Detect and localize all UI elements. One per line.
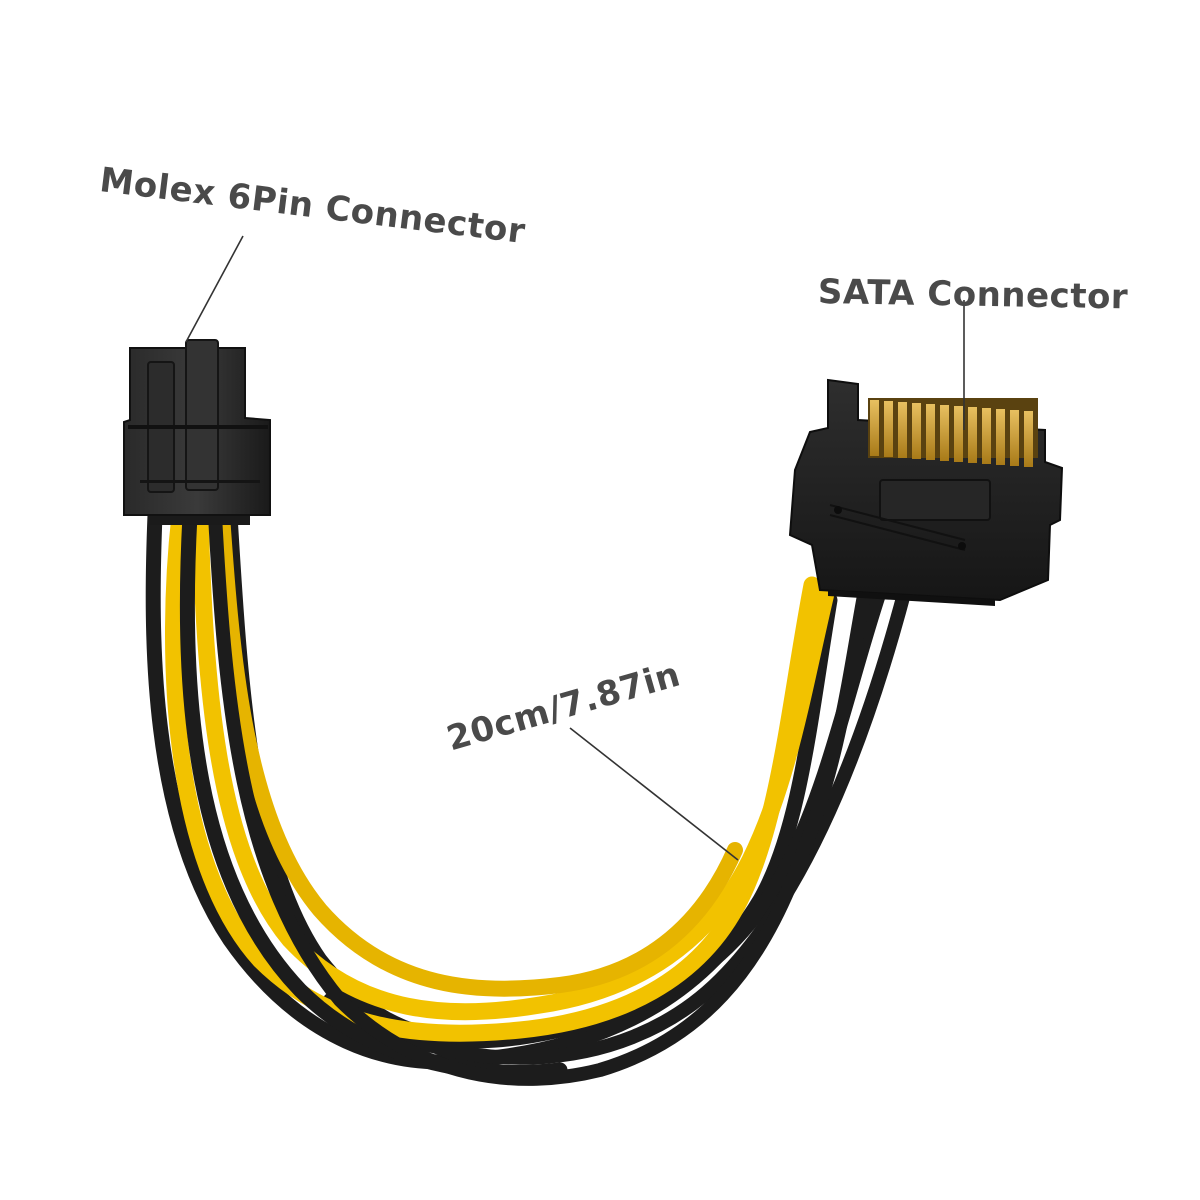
wire-yellow-3 xyxy=(214,507,743,997)
sata-pins-icon xyxy=(868,398,1038,467)
wire-black-7 xyxy=(208,508,872,1086)
wire-yellow-2 xyxy=(191,506,837,1021)
molex-leader-line xyxy=(185,235,244,343)
cable-wires xyxy=(145,506,912,1086)
length-leader-line xyxy=(569,727,739,861)
molex-6pin-connector xyxy=(123,339,271,525)
sata-connector xyxy=(788,378,1064,606)
wire-black-5 xyxy=(323,583,912,1065)
leader-lines xyxy=(185,235,965,861)
sata-connector-label: SATA Connector xyxy=(817,272,1129,318)
